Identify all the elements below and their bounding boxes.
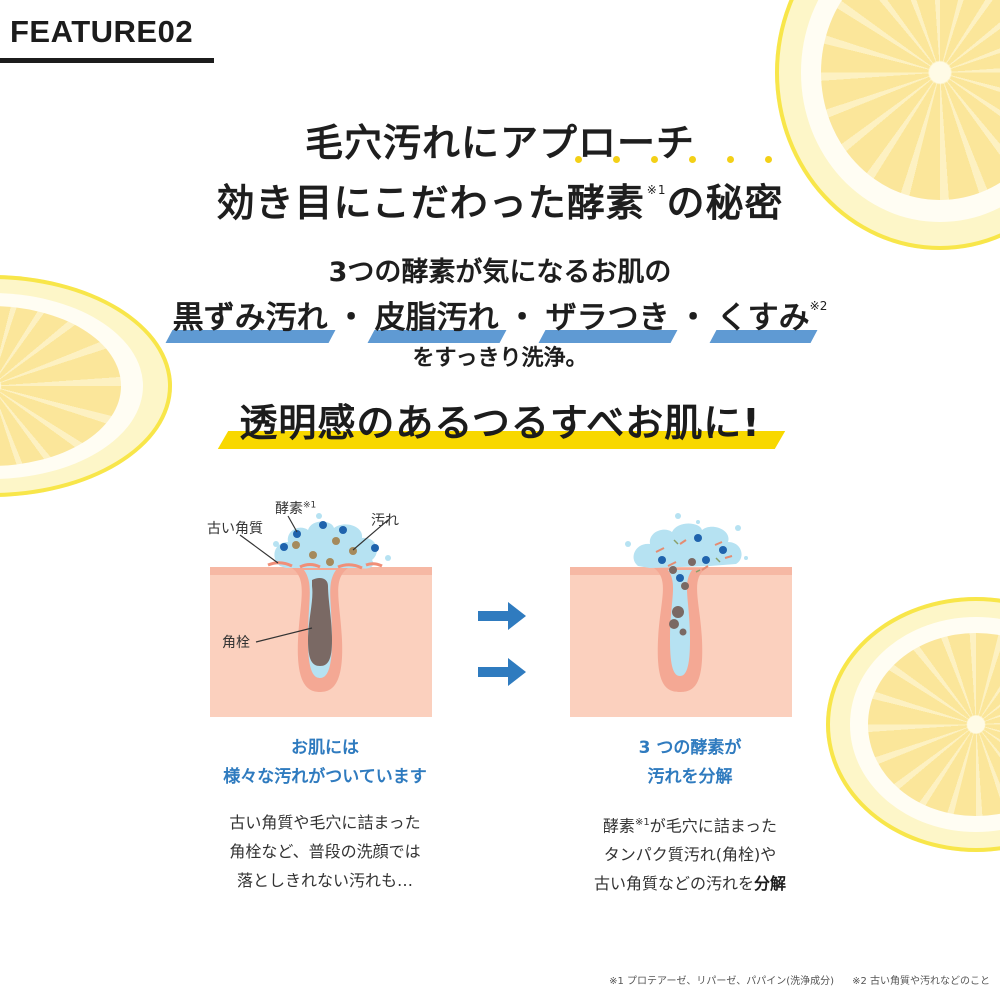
subhead-concerns: 黒ずみ汚れ・皮脂汚れ・ザラつき・くすみ※2 — [0, 292, 1000, 343]
headline-line-2-prefix: 効き目にこだわった酵素 — [216, 181, 645, 225]
arrow-right-icon — [478, 658, 526, 686]
footnote-ref-1: ※1 — [646, 183, 667, 197]
label-keratin-plug: 角栓 — [222, 635, 250, 651]
pore-diagram-after — [560, 500, 800, 720]
separator: ・ — [335, 300, 367, 336]
headline-line-1: 毛穴汚れにアプローチ — [304, 121, 695, 165]
tagline: 透明感のあるつるすべお肌に! — [0, 392, 1000, 449]
separator: ・ — [506, 300, 538, 336]
caption-before: お肌には 様々な汚れがついています 古い角質や毛穴に詰まった 角栓など、普段の洗… — [190, 734, 460, 895]
footnote-ref-1: ※1 — [634, 817, 650, 828]
footnote-2: ※2 古い角質や汚れなどのこと — [852, 976, 990, 987]
headline-line-2-suffix: の秘密 — [666, 181, 784, 225]
lemon-slice-bottom-right — [826, 597, 1000, 852]
footnote-1: ※1 プロテアーゼ、リパーゼ、パパイン(洗浄成分) — [609, 976, 835, 987]
caption-before-title: お肌には 様々な汚れがついています — [223, 738, 427, 787]
concern-roughness: ザラつき — [538, 292, 678, 343]
footnote-ref-2: ※2 — [809, 299, 828, 313]
concern-blackheads: 黒ずみ汚れ — [165, 292, 336, 343]
label-old-keratin: 古い角質 — [207, 521, 263, 537]
caption-after-title: 3 つの酵素が 汚れを分解 — [638, 738, 742, 787]
label-dirt: 汚れ — [371, 513, 399, 529]
feature-label: FEATURE02 — [10, 14, 194, 49]
subhead-line-3: をすっきり洗浄。 — [412, 346, 588, 371]
lemon-slice-left — [0, 275, 172, 497]
headline-line-2: 効き目にこだわった酵素※1の秘密 — [0, 172, 1000, 227]
separator: ・ — [677, 300, 709, 336]
emphasis-dots — [575, 156, 772, 163]
lemon-slice-top-right — [775, 0, 1000, 250]
arrow-right-icon — [478, 602, 526, 630]
caption-before-body: 古い角質や毛穴に詰まった 角栓など、普段の洗顔では 落としきれない汚れも… — [229, 813, 421, 890]
pore-diagram-before: 酵素※1 汚れ 古い角質 角栓 — [200, 480, 450, 720]
clogged-pore-illustration — [210, 513, 432, 717]
footnotes: ※1 プロテアーゼ、リパーゼ、パパイン(洗浄成分) ※2 古い角質や汚れなどのこと — [609, 972, 990, 987]
concern-dullness: くすみ — [709, 292, 818, 343]
feature-underline — [0, 58, 214, 63]
concern-sebum: 皮脂汚れ — [367, 292, 507, 343]
caption-after-body: 酵素※1が毛穴に詰まった タンパク質汚れ(角栓)や 古い角質などの汚れを分解 — [593, 816, 787, 894]
tagline-text: 透明感のあるつるすべお肌に! — [239, 401, 761, 445]
label-enzyme: 酵素※1 — [275, 500, 317, 517]
subhead-line-1: 3つの酵素が気になるお肌の — [328, 257, 672, 288]
cleansed-pore-illustration — [570, 513, 792, 717]
caption-after: 3 つの酵素が 汚れを分解 酵素※1が毛穴に詰まった タンパク質汚れ(角栓)や … — [555, 734, 825, 898]
